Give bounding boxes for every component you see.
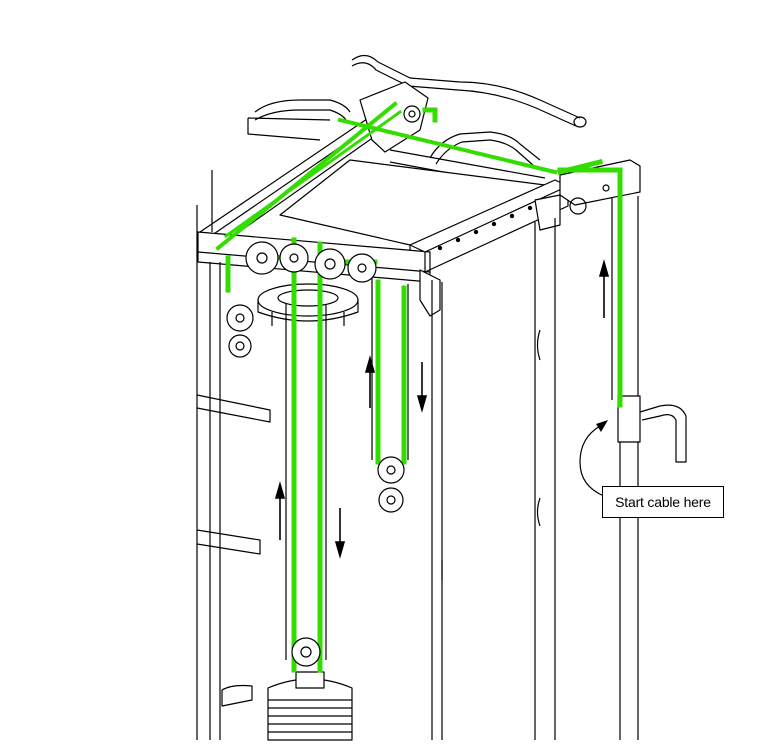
direction-arrows [274, 259, 610, 559]
arrow-down-icon [334, 508, 346, 559]
callout-pointer-arrow-icon [579, 420, 608, 497]
pulleys [226, 241, 405, 667]
callout-text: Start cable here [615, 494, 711, 510]
arrow-down-icon [416, 362, 428, 413]
arrow-up-icon [274, 481, 286, 540]
pulley-icon [377, 456, 405, 484]
center-yoke [257, 283, 359, 326]
side-handle [617, 395, 687, 463]
pulley-icon [314, 248, 346, 280]
arrow-up-icon [598, 259, 610, 318]
pulley-icon [291, 637, 321, 667]
weight-stack [267, 671, 353, 741]
pulley-icon [245, 241, 279, 275]
pulley-icon [226, 304, 254, 332]
pulley-icon [378, 487, 404, 513]
arrow-up-icon [364, 355, 376, 408]
pulley-icon [228, 334, 252, 358]
cable-tubes [285, 198, 613, 660]
left-side-brackets [196, 394, 271, 707]
cable-path [215, 101, 623, 673]
top-handle-bars [254, 54, 587, 167]
pulley-icon [347, 253, 377, 283]
pulley-icon [279, 243, 309, 273]
start-cable-callout: Start cable here [602, 486, 724, 518]
